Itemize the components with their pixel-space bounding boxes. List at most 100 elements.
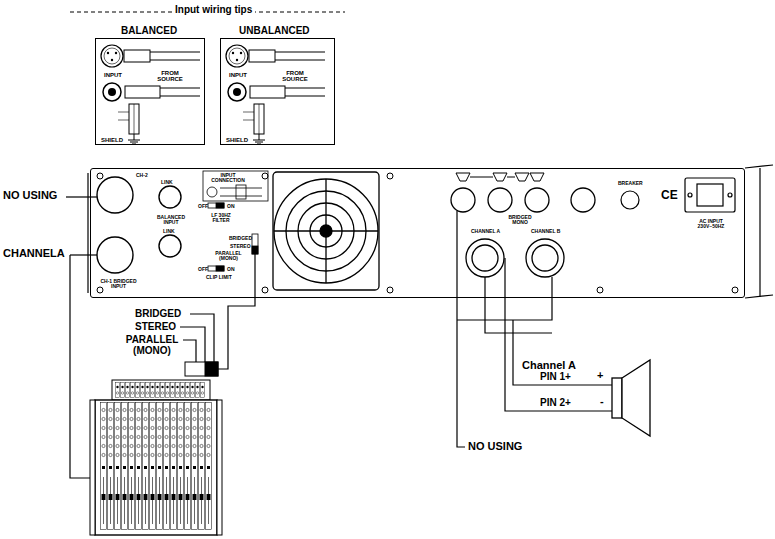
line-art (207, 187, 217, 197)
line-art (745, 295, 773, 298)
line-art (220, 188, 262, 189)
line-art (513, 320, 612, 385)
text-label: CLIP LIMIT (206, 275, 232, 280)
line-art (220, 196, 262, 197)
text-label: BALANCED INPUT (153, 215, 189, 226)
line-art (621, 191, 639, 209)
wiring-tip-box: BALANCEDINPUTFROM SOURCESHIELD (95, 38, 205, 145)
mixer-drawing (90, 380, 222, 535)
text-label: STEREO (230, 244, 251, 249)
text-label: BALANCED (121, 26, 177, 37)
text-label: INPUT (104, 72, 122, 78)
text-label: - (600, 396, 604, 408)
line-art (97, 237, 133, 273)
text-label: UNBALANCED (239, 26, 310, 37)
line-art (457, 211, 465, 447)
speakon-socket (466, 239, 564, 277)
text-label: INPUT (229, 72, 247, 78)
line-art (526, 239, 564, 277)
text-label: CHANNEL A (471, 229, 500, 234)
line-art (217, 400, 222, 535)
text-label: ON (227, 267, 235, 272)
text-label: PARALLEL (MONO) (124, 335, 180, 356)
line-art (697, 184, 723, 206)
speaker-wire (457, 211, 612, 447)
line-art (571, 188, 595, 212)
text-label: PARALLEL (MONO) (211, 251, 246, 262)
line-art (190, 314, 214, 362)
text-label: SHIELD (226, 137, 248, 143)
line-art (759, 168, 760, 297)
text-label: PIN 1+ (540, 372, 571, 383)
line-art (488, 188, 512, 212)
text-label: FROM SOURCE (279, 70, 311, 83)
line-art (532, 245, 558, 271)
text-label: FROM SOURCE (154, 70, 186, 83)
line-art (205, 362, 218, 376)
text-label: LINK (161, 180, 173, 185)
line-art (203, 171, 268, 201)
connector-drawing (101, 45, 200, 144)
line-art (745, 165, 773, 168)
line-art (530, 173, 544, 181)
text-label: Input wiring tips (172, 5, 255, 16)
amplifier-panel: CH-2LINKBALANCED INPUTLINKCH-1 BRIDGED I… (90, 168, 745, 298)
line-art (183, 340, 196, 362)
line-art (387, 287, 393, 293)
loudspeaker-symbol (612, 360, 650, 436)
wiring-tip-box: UNBALANCEDINPUTFROM SOURCESHIELD (220, 38, 335, 145)
text-label: CHANNEL B (531, 229, 560, 234)
line-art (325, 179, 326, 283)
line-art (252, 234, 258, 254)
text-label: SHIELD (101, 137, 123, 143)
speaker-icon (456, 173, 544, 181)
line-art (208, 203, 224, 208)
line-art (456, 173, 470, 181)
line-art (262, 287, 268, 293)
line-art (470, 177, 493, 178)
line-art (236, 185, 246, 199)
line-art (185, 362, 218, 376)
line-art (97, 173, 103, 179)
line-art (273, 172, 379, 290)
text-label: OFF (198, 267, 208, 272)
input-connection-panel (203, 171, 268, 201)
line-art (115, 382, 205, 398)
line-art (685, 178, 735, 212)
fan-grille (273, 172, 379, 290)
slide-switch (185, 362, 218, 376)
text-label: NO USING (468, 441, 522, 453)
binding-post (451, 188, 595, 212)
text-label: OFF (198, 204, 208, 209)
connector-drawing (226, 45, 325, 144)
line-art (515, 173, 529, 181)
line-art (493, 173, 507, 181)
text-label: BRIDGED (229, 236, 252, 241)
line-art (485, 277, 552, 333)
line-art (97, 177, 133, 213)
line-art (87, 173, 88, 293)
line-art (622, 360, 650, 436)
line-art (466, 239, 504, 277)
line-art (90, 400, 95, 535)
line-art (728, 193, 732, 197)
line-art (262, 173, 268, 179)
text-label: CE (661, 189, 678, 202)
line-art (208, 266, 224, 271)
line-art (252, 246, 258, 254)
text-label: PIN 2+ (540, 398, 571, 409)
text-label: BREAKER (618, 181, 643, 186)
line-art (507, 177, 515, 178)
text-label: LINK (163, 229, 175, 234)
text-label: + (597, 370, 603, 382)
text-label: STEREO (135, 322, 176, 333)
line-art (66, 196, 97, 197)
text-label: LF 30HZ FILTER (206, 213, 236, 224)
text-label: ON (227, 204, 235, 209)
line-art (525, 188, 549, 212)
line-art (612, 378, 622, 418)
line-art (688, 193, 692, 197)
screw (97, 173, 738, 293)
line-art (216, 203, 224, 208)
